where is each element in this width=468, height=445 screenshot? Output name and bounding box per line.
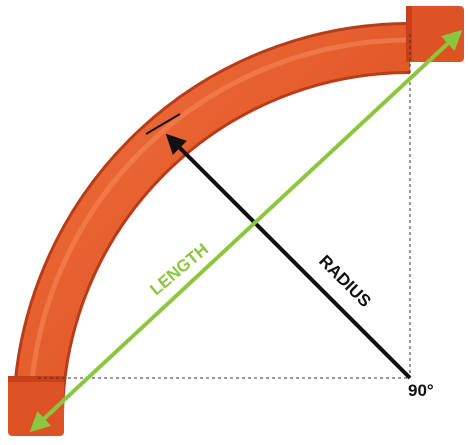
radius-indicator: RADIUS bbox=[145, 113, 412, 380]
pipe-body bbox=[14, 25, 411, 426]
pipe-elbow bbox=[8, 6, 464, 436]
length-arrow bbox=[29, 29, 463, 433]
angle-label: 90° bbox=[408, 381, 434, 400]
pipe-top-socket-rim bbox=[406, 6, 412, 62]
pipe-bottom-socket-rim bbox=[8, 376, 64, 382]
radius-label: RADIUS bbox=[315, 251, 375, 311]
